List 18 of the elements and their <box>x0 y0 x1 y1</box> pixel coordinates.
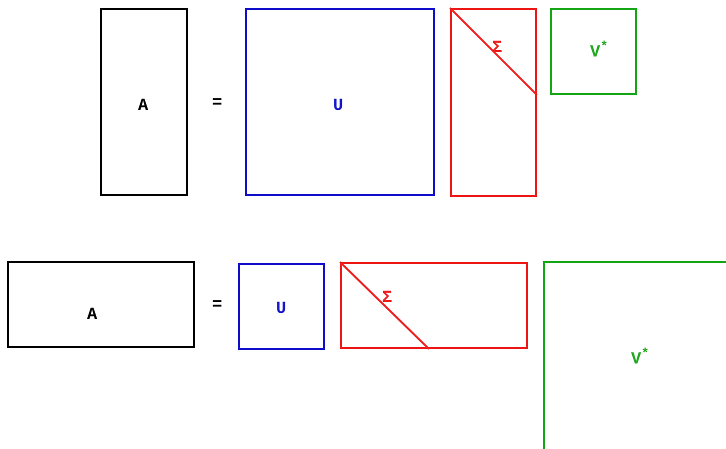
matrix-label: V$^{*}$ <box>590 40 608 62</box>
equals-sign: = <box>212 95 222 112</box>
matrix-label: U <box>276 301 286 318</box>
matrix-box <box>245 8 435 196</box>
matrix-box <box>340 262 528 349</box>
matrix-box <box>450 8 537 197</box>
matrix-label: Σ <box>382 290 392 307</box>
matrix-box <box>543 261 726 449</box>
matrix-box <box>7 261 195 348</box>
matrix-box <box>550 8 637 95</box>
matrix-box <box>238 263 325 350</box>
matrix-label: V$^{*}$ <box>631 347 650 369</box>
matrix-label: A <box>138 98 148 115</box>
matrix-label: Σ <box>492 40 502 57</box>
matrix-label: A <box>87 307 98 324</box>
matrix-box <box>100 8 188 196</box>
matrix-label: U <box>333 98 344 115</box>
equals-sign: = <box>212 297 222 314</box>
